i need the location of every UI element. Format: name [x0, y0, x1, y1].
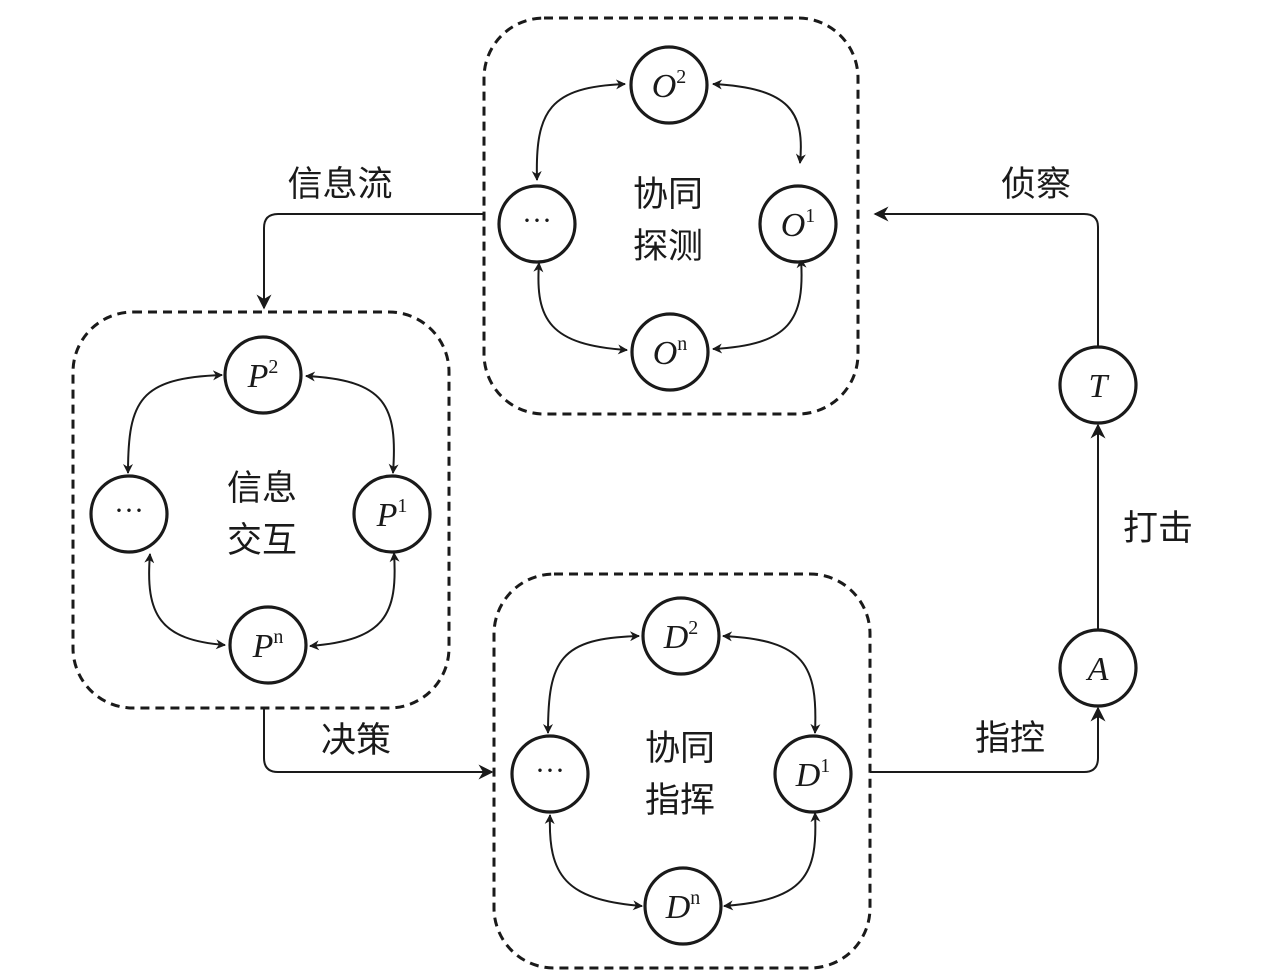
node-o-dots-label: ··· [522, 204, 552, 237]
connector-pn-dots [144, 553, 226, 650]
flow-arrow-info [256, 213, 484, 310]
node-on-label: O [653, 335, 678, 372]
svg-text:Dn: Dn [665, 887, 701, 926]
interaction-group: P2 P1 Pn ··· 信息 交互 [89, 335, 432, 685]
node-d-dots-label: ··· [535, 754, 565, 787]
command-title-line1: 协同 [645, 729, 715, 769]
node-attack-label: A [1086, 651, 1109, 688]
node-dn: Dn [643, 866, 723, 946]
interaction-title-line1: 信息 [227, 469, 297, 509]
label-strike: 打击 [1123, 509, 1193, 549]
svg-text:On: On [653, 333, 688, 372]
node-d2: D2 [641, 596, 721, 676]
svg-text:D2: D2 [663, 617, 699, 656]
detection-title-line1: 协同 [633, 175, 703, 215]
node-d-dots: ··· [510, 734, 590, 814]
node-d2-label: D [663, 619, 689, 656]
connector-dots-p2 [123, 370, 223, 474]
node-target: T [1058, 345, 1138, 425]
flow-arrow-command [870, 706, 1106, 773]
svg-text:D1: D1 [795, 755, 831, 794]
node-p1: P1 [352, 474, 432, 554]
detection-title-line2: 探测 [633, 227, 703, 267]
connector-d2-d1 [722, 631, 821, 734]
node-o-dots: ··· [497, 184, 577, 264]
node-attack: A [1058, 628, 1138, 708]
label-recon: 侦察 [1001, 165, 1071, 205]
connector-dn-dots [544, 814, 643, 911]
connector-d1-dn [723, 812, 821, 911]
node-pn-label: P [252, 628, 274, 665]
node-o2: O2 [629, 45, 709, 125]
node-target-label: T [1089, 368, 1110, 405]
node-pn: Pn [228, 605, 308, 685]
node-dn-label: D [665, 889, 691, 926]
node-p-dots-label: ··· [114, 494, 144, 527]
connector-on-dots [533, 262, 628, 355]
detection-group-box [482, 16, 860, 416]
node-p-dots: ··· [89, 474, 169, 554]
node-p2: P2 [223, 335, 303, 415]
node-o1-label: O [781, 207, 806, 244]
command-title-line2: 指挥 [645, 781, 715, 821]
svg-text:O2: O2 [652, 66, 687, 105]
svg-text:P2: P2 [247, 356, 279, 395]
node-p1-label: P [376, 497, 398, 534]
flow-arrow-recon [873, 206, 1099, 347]
label-info-flow: 信息流 [287, 165, 392, 205]
svg-text:O1: O1 [781, 205, 816, 244]
node-on: On [630, 312, 710, 392]
node-o2-label: O [652, 68, 677, 105]
node-o1: O1 [758, 184, 838, 264]
interaction-title-line2: 交互 [227, 521, 297, 561]
connector-o1-on [712, 258, 807, 354]
svg-text:Pn: Pn [252, 626, 284, 665]
detection-group: O2 O1 On ··· 协同 探测 [497, 45, 838, 392]
node-d1-label: D [795, 757, 821, 794]
command-group: D2 D1 Dn ··· 协同 指挥 [510, 596, 853, 946]
node-d1: D1 [773, 734, 853, 814]
svg-text:P1: P1 [376, 495, 408, 534]
interaction-group-box [71, 310, 451, 710]
connector-dots-d2 [543, 631, 640, 734]
connector-dots-o2 [531, 79, 626, 181]
flow-arrow-decision [263, 708, 494, 780]
node-p2-label: P [247, 358, 269, 395]
connector-o2-o1 [712, 79, 806, 164]
label-decision: 决策 [321, 721, 391, 761]
label-command: 指控 [975, 719, 1045, 759]
connector-p1-pn [309, 552, 400, 651]
connector-p2-p1 [305, 371, 399, 474]
